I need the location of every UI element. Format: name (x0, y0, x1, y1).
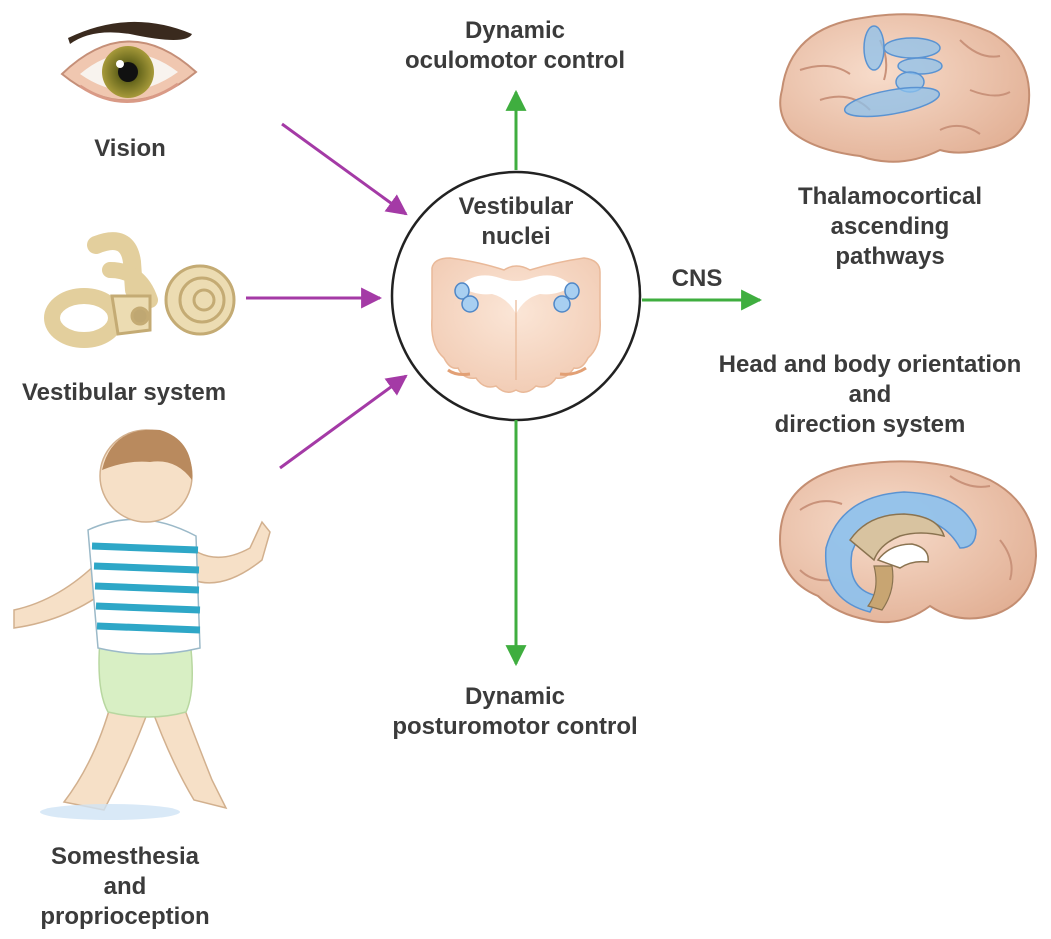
head-body-line-3: direction system (700, 410, 1040, 440)
head-body-line-2: and (700, 380, 1040, 410)
vestibular-system-label: Vestibular system (4, 378, 244, 408)
head-body-line-1: Head and body orientation (700, 350, 1040, 380)
oculomotor-line-1: Dynamic (390, 16, 640, 46)
oculomotor-label: Dynamic oculomotor control (390, 16, 640, 76)
posturomotor-line-1: Dynamic (370, 682, 660, 712)
somesthesia-line-2: and (20, 872, 230, 902)
vestibular-nuclei-line-2: nuclei (436, 222, 596, 252)
thalamocortical-line-2: ascending (770, 212, 1010, 242)
vision-input-arrow (282, 124, 406, 214)
baby-figure (14, 430, 270, 820)
brain-medial-icon (780, 461, 1036, 622)
cns-label: CNS (662, 264, 732, 294)
somesthesia-input-arrow (280, 376, 406, 468)
brain-lateral-icon (780, 14, 1029, 162)
somesthesia-label: Somesthesia and proprioception (20, 842, 230, 932)
inner-ear-icon (52, 241, 234, 340)
vestibular-nuclei-line-1: Vestibular (436, 192, 596, 222)
thalamocortical-line-1: Thalamocortical (770, 182, 1010, 212)
somesthesia-line-3: proprioception (20, 902, 230, 932)
somesthesia-line-1: Somesthesia (20, 842, 230, 872)
oculomotor-line-2: oculomotor control (390, 46, 640, 76)
input-arrows (246, 124, 406, 468)
thalamocortical-label: Thalamocortical ascending pathways (770, 182, 1010, 272)
eye-icon (62, 22, 196, 102)
vestibular-nuclei-label: Vestibular nuclei (436, 192, 596, 252)
vision-label: Vision (70, 134, 190, 164)
posturomotor-label: Dynamic posturomotor control (370, 682, 660, 742)
head-body-orientation-label: Head and body orientation and direction … (700, 350, 1040, 440)
thalamocortical-line-3: pathways (770, 242, 1010, 272)
posturomotor-line-2: posturomotor control (370, 712, 660, 742)
